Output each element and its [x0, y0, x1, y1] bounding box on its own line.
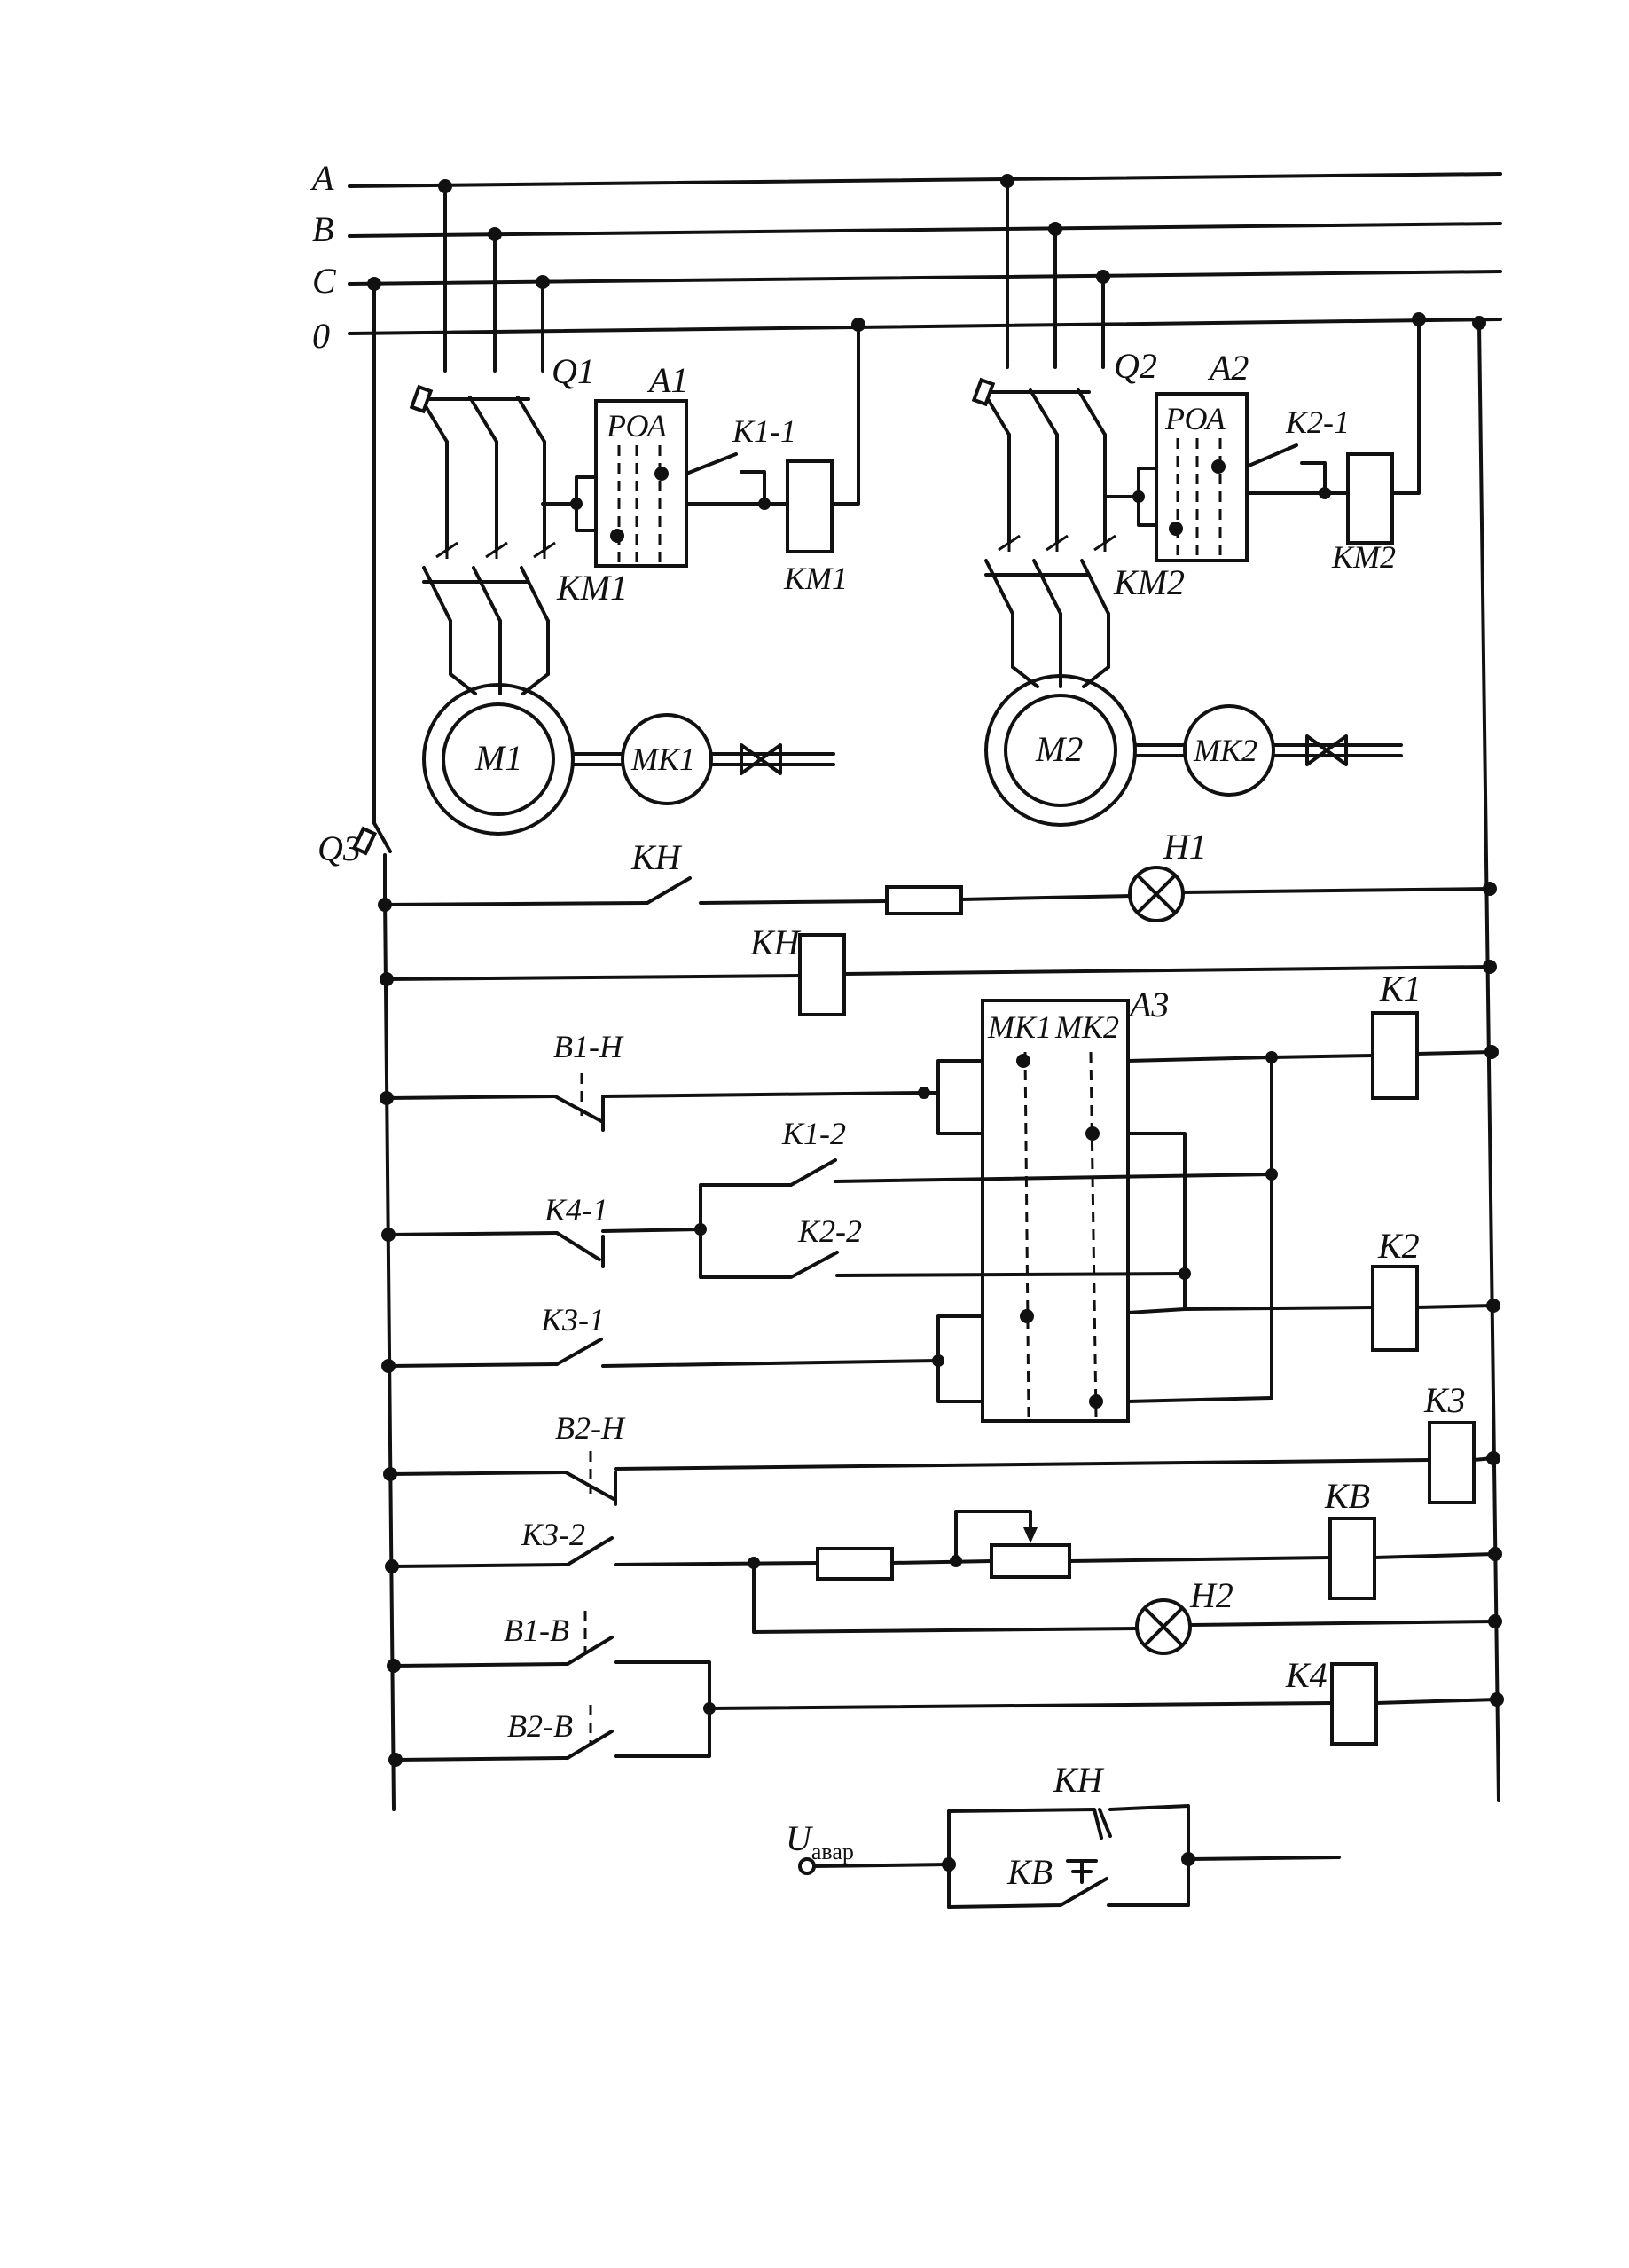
coil-km1 — [786, 459, 834, 553]
coil-km2-label: KM2 — [1331, 539, 1396, 575]
lamp-h1 — [1128, 866, 1185, 922]
coil-k4 — [1330, 1662, 1378, 1746]
coil-k2-label: K2 — [1377, 1226, 1420, 1266]
coil-km2 — [1346, 452, 1394, 545]
bus-0 — [348, 318, 1502, 335]
resistor-2 — [816, 1547, 894, 1581]
coil-k1-label: K1 — [1379, 969, 1421, 1008]
contact-k3-2-label: K3-2 — [521, 1517, 585, 1552]
bus-c — [348, 270, 1502, 286]
resistor-1 — [885, 885, 963, 915]
lamp-h2-label: H2 — [1189, 1575, 1233, 1615]
u-alarm-label: Uавар — [786, 1818, 854, 1864]
coil-kb-label: KB — [1324, 1476, 1370, 1516]
unit-a2-label: A2 — [1207, 348, 1249, 388]
rheostat — [990, 1543, 1071, 1579]
contact-k1-2-label: K1-2 — [781, 1116, 846, 1151]
bus-label-b: B — [312, 209, 333, 249]
unit-a3 — [981, 999, 1130, 1423]
control-circuit: KH H1 KH A3 MK1 MK2 B1-H — [378, 827, 1504, 1767]
contactor-km2-label: KM2 — [1113, 562, 1185, 602]
a3-contact-mk2-label: MK2 — [1054, 1009, 1119, 1045]
control-rails: Q3 — [317, 282, 1500, 1811]
valve-icon-2 — [1305, 734, 1348, 766]
contact-k2-1-label: K2-1 — [1285, 404, 1350, 440]
coil-k3 — [1428, 1421, 1476, 1504]
lamp-h1-label: H1 — [1163, 827, 1207, 867]
switch-b1-h-label: B1-H — [553, 1029, 624, 1064]
alarm-kb-label: KB — [1006, 1852, 1053, 1892]
contact-k3-1-label: K3-1 — [540, 1302, 605, 1338]
bus-label-c: C — [312, 261, 337, 301]
coil-kh — [798, 933, 846, 1016]
clutch-mk2-label: MK2 — [1193, 733, 1257, 768]
power-buses: A B C 0 — [309, 158, 1502, 356]
bus-b — [348, 222, 1502, 238]
bus-label-0: 0 — [312, 316, 330, 356]
motor-m2 — [984, 674, 1137, 827]
contact-k2-2-label: K2-2 — [797, 1213, 862, 1249]
clutch-mk1 — [621, 713, 713, 805]
motor-m1-label: M1 — [474, 738, 522, 778]
unit-a1-label: A1 — [646, 360, 688, 400]
motor-m2-label: M2 — [1035, 729, 1083, 769]
contact-kh-label: KH — [630, 837, 683, 877]
coil-km1-label: KM1 — [783, 561, 848, 596]
clutch-mk2 — [1183, 704, 1275, 797]
switch-b2-b-label: B2-B — [507, 1708, 573, 1744]
alarm-circuit: Uавар KH KB — [786, 1760, 1341, 1909]
coil-k1 — [1371, 1011, 1419, 1100]
a3-contact-mk1-label: MK1 — [987, 1009, 1052, 1045]
contact-k1-1-label: K1-1 — [732, 413, 796, 449]
switch-b1-b-label: B1-B — [504, 1613, 569, 1648]
coil-kh-label: KH — [749, 922, 802, 962]
coil-k3-label: K3 — [1423, 1380, 1466, 1420]
coil-kb — [1328, 1517, 1376, 1600]
breaker-q2-label: Q2 — [1114, 346, 1157, 386]
unit-a3-label: A3 — [1127, 985, 1169, 1024]
unit-a1-inner: РОА — [606, 408, 668, 443]
contactor-km1-label: KM1 — [556, 568, 628, 608]
contact-k4-1-label: K4-1 — [544, 1192, 608, 1228]
coil-k2 — [1371, 1265, 1419, 1352]
bus-a — [348, 172, 1502, 188]
unit-a2-inner: РОА — [1164, 401, 1226, 436]
bus-label-a: A — [309, 158, 334, 198]
motor-group-1: Q1 KM1 M1 MK1 A1 РОА — [367, 179, 865, 836]
breaker-q1-label: Q1 — [552, 351, 595, 391]
clutch-mk1-label: MK1 — [630, 742, 695, 777]
motor-m1 — [422, 683, 575, 836]
motor-group-2: Q2 KM2 M2 MK2 A2 РОА — [971, 174, 1426, 827]
u-alarm-terminal — [798, 1857, 816, 1875]
coil-k4-label: K4 — [1285, 1655, 1327, 1695]
alarm-kh-label: KH — [1053, 1760, 1105, 1800]
switch-b2-h-label: B2-H — [555, 1410, 626, 1446]
valve-icon-1 — [740, 743, 782, 775]
